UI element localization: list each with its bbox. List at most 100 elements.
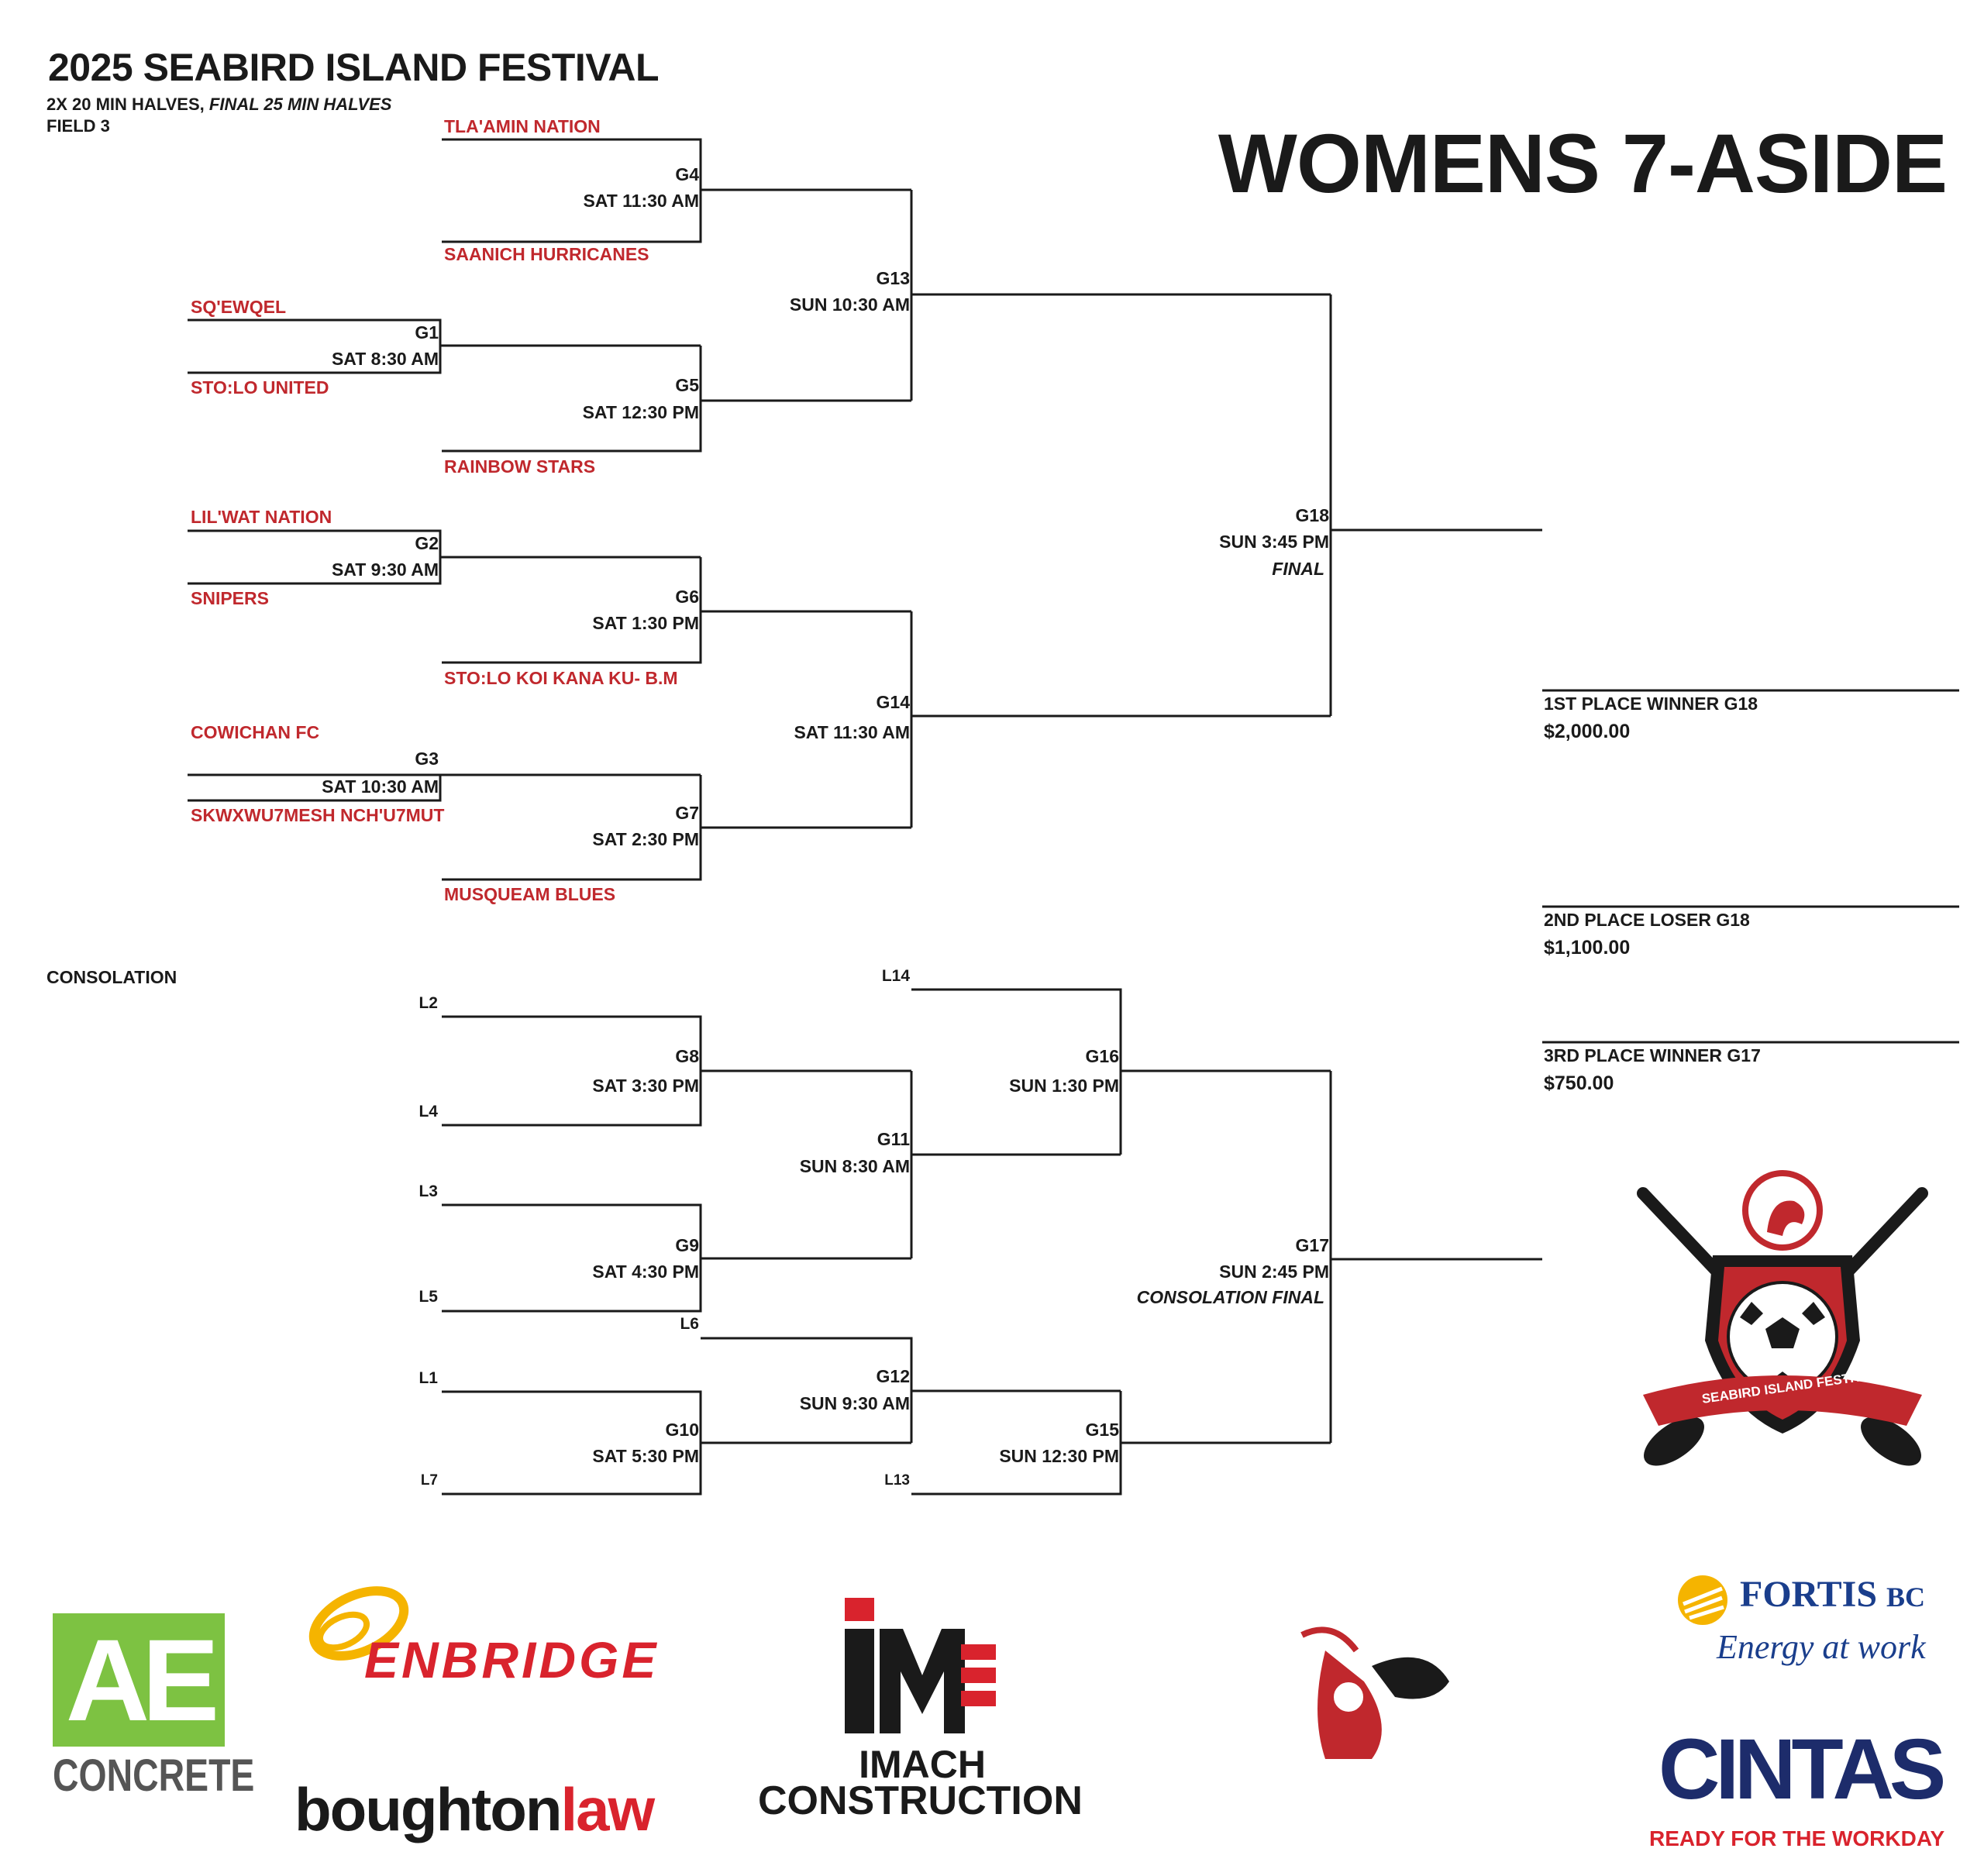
prize-lines: [1542, 689, 1959, 1044]
bracket-g12: [701, 1337, 1121, 1443]
bracket-g4: [442, 138, 911, 243]
team-label: SKWXWU7MESH NCH'U7MUT: [191, 805, 445, 825]
game-time: SAT 11:30 AM: [794, 722, 910, 742]
team-label: LIL'WAT NATION: [191, 507, 332, 527]
cintas-tagline: READY FOR THE WORKDAY: [1649, 1826, 1945, 1850]
loser-label: L4: [418, 1103, 438, 1120]
game-time: SUN 2:45 PM: [1219, 1262, 1329, 1282]
bracket-g8: [442, 1015, 911, 1127]
boughton-text: boughton: [294, 1775, 562, 1843]
game-time: SAT 11:30 AM: [583, 191, 699, 211]
game-id: G17: [1295, 1235, 1329, 1255]
fortis-tagline: Energy at work: [1717, 1628, 1926, 1666]
bracket-g10: [442, 1390, 911, 1496]
fortis-sun-icon: [1678, 1575, 1727, 1625]
game-note: FINAL: [1272, 559, 1324, 579]
bracket-g1: [188, 318, 701, 374]
game-id: G15: [1085, 1420, 1119, 1440]
game-time: SAT 8:30 AM: [331, 349, 439, 369]
team-label: MUSQUEAM BLUES: [444, 884, 616, 904]
fortis-logo-text: FORTIS BC: [1740, 1573, 1925, 1616]
game-time: SUN 1:30 PM: [1009, 1076, 1119, 1096]
game-time: SAT 12:30 PM: [582, 402, 699, 422]
fortis-bc-text: BC: [1886, 1582, 1926, 1613]
loser-label: L13: [884, 1472, 910, 1489]
game-time: SAT 5:30 PM: [592, 1446, 699, 1466]
team-label: SQ'EWQEL: [191, 297, 287, 317]
prize-label: 1ST PLACE WINNER G18: [1544, 694, 1758, 714]
bracket-g11: [910, 1071, 1121, 1258]
game-id: G8: [675, 1046, 699, 1066]
game-id: G16: [1085, 1046, 1119, 1066]
game-time: SAT 2:30 PM: [592, 829, 699, 849]
bracket-g9: [442, 1203, 911, 1313]
bracket-g3: [188, 773, 701, 802]
ae-concrete-label: CONCRETE: [53, 1750, 255, 1801]
game-id: G12: [876, 1366, 910, 1386]
game-time: SAT 1:30 PM: [592, 613, 699, 633]
team-label: TLA'AMIN NATION: [444, 116, 601, 136]
ae-logo-text: AE: [65, 1615, 219, 1745]
game-time: SUN 3:45 PM: [1219, 532, 1329, 552]
seabird-bird-logo-icon: [1300, 1626, 1449, 1759]
team-label: SNIPERS: [191, 588, 269, 608]
game-time: SAT 10:30 AM: [322, 776, 439, 797]
game-id: G18: [1295, 505, 1329, 525]
game-id: G10: [665, 1420, 699, 1440]
bracket-g17: [1329, 1071, 1542, 1443]
game-id: G4: [675, 164, 699, 184]
imach-logo-icon: [845, 1598, 996, 1733]
enbridge-swirl-icon: [308, 1586, 409, 1661]
festival-crest-logo: [1637, 1170, 1928, 1466]
loser-label: L1: [418, 1369, 438, 1387]
imach-text: IMACH: [859, 1743, 986, 1786]
bracket-g7: [442, 775, 911, 881]
bracket-g6: [442, 557, 911, 664]
game-id: G2: [415, 533, 439, 553]
team-label: STO:LO UNITED: [191, 377, 329, 398]
loser-label: L3: [418, 1182, 438, 1200]
game-id: G14: [876, 692, 910, 712]
fortis-text: FORTIS: [1740, 1574, 1878, 1615]
halves-regular: 2X 20 MIN HALVES,: [46, 95, 205, 114]
game-id: G13: [876, 268, 910, 288]
game-id: G7: [675, 803, 699, 823]
prize-amount: $1,100.00: [1544, 937, 1631, 959]
bracket-g5: [442, 346, 911, 453]
loser-label: L5: [418, 1288, 438, 1306]
bracket-g18: [1329, 294, 1542, 716]
game-time: SUN 9:30 AM: [799, 1393, 910, 1413]
prize-amount: $2,000.00: [1544, 721, 1631, 742]
game-time: SUN 8:30 AM: [799, 1156, 910, 1176]
law-text: law: [560, 1775, 656, 1843]
game-time: SUN 10:30 AM: [789, 294, 910, 315]
game-id: G11: [877, 1129, 910, 1149]
halves-final: FINAL 25 MIN HALVES: [208, 95, 392, 114]
prize-amount: $750.00: [1544, 1072, 1614, 1094]
construction-text: CONSTRUCTION: [758, 1778, 1083, 1823]
game-time: SUN 12:30 PM: [999, 1446, 1119, 1466]
boughton-law-logo: boughtonlaw: [294, 1774, 656, 1845]
prize-label: 2ND PLACE LOSER G18: [1544, 910, 1750, 930]
festival-title: 2025 SEABIRD ISLAND FESTIVAL: [48, 46, 660, 89]
game-id: G1: [415, 322, 439, 342]
bracket-g16: [911, 988, 1331, 1155]
ae-concrete-logo-box: AE: [53, 1613, 225, 1747]
game-id: G9: [675, 1235, 699, 1255]
bracket-g15: [911, 1391, 1331, 1496]
team-label: STO:LO KOI KANA KU- B.M: [444, 668, 678, 688]
team-label: COWICHAN FC: [191, 722, 320, 742]
loser-label: L7: [420, 1472, 438, 1489]
team-label: RAINBOW STARS: [444, 456, 596, 477]
field-info: FIELD 3: [46, 116, 110, 136]
loser-label: L2: [418, 994, 438, 1012]
game-note: CONSOLATION FINAL: [1136, 1287, 1324, 1307]
enbridge-logo-text: ENBRIDGE: [364, 1631, 660, 1688]
loser-label: L14: [881, 967, 910, 985]
bracket-g14: [910, 611, 1331, 828]
cintas-logo-text: CINTAS: [1658, 1722, 1946, 1817]
prize-label: 3RD PLACE WINNER G17: [1544, 1045, 1761, 1065]
bracket-g13: [910, 190, 1331, 401]
halves-info: 2X 20 MIN HALVES, FINAL 25 MIN HALVES: [46, 95, 391, 115]
